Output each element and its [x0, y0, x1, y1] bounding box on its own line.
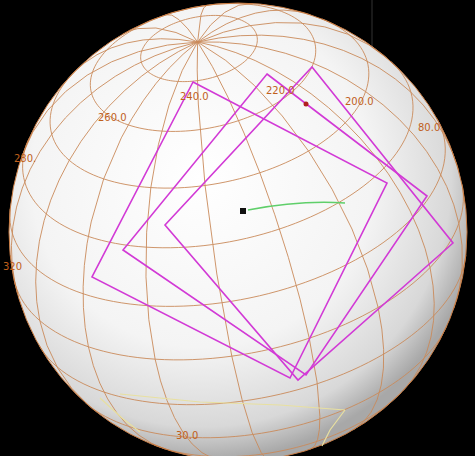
grid-line	[198, 3, 253, 42]
horizon-line	[100, 398, 140, 432]
grid-line	[154, 393, 401, 456]
horizon-line	[120, 394, 345, 410]
grid-line	[197, 42, 269, 456]
track	[248, 202, 345, 210]
grid-line	[198, 10, 311, 42]
axis-value: 260.0	[98, 113, 127, 123]
grid-line	[11, 42, 197, 294]
grid-line	[90, 4, 315, 132]
sphere	[9, 3, 467, 456]
coordinate-grid	[9, 3, 467, 456]
grid-line	[141, 15, 258, 81]
footprint	[92, 82, 387, 378]
grid-line	[198, 42, 435, 391]
grid-line	[166, 15, 198, 42]
axis-value: 240.0	[180, 92, 209, 102]
grid-line	[198, 5, 208, 42]
axis-value: 30.0	[176, 431, 198, 441]
horizon-lines	[100, 394, 345, 446]
axis-value: 200.0	[345, 97, 374, 107]
grid-line	[83, 42, 197, 449]
axis-value: 280.	[14, 154, 36, 164]
footprint	[123, 74, 427, 375]
grid-line	[198, 23, 388, 59]
footprints	[92, 67, 453, 380]
grid-line	[198, 42, 463, 308]
target-marker	[240, 208, 246, 214]
grid-line	[14, 184, 463, 359]
grid-line	[50, 19, 369, 188]
footprint	[165, 67, 453, 380]
point-marker	[304, 102, 309, 107]
grid-line	[198, 35, 459, 170]
axis-value: 220.0	[266, 86, 295, 96]
horizon-line	[322, 410, 345, 446]
grid-line	[146, 42, 223, 456]
grid-line	[10, 118, 445, 306]
axis-value: 320	[3, 262, 22, 272]
grid-line	[122, 28, 197, 42]
grid-line	[39, 255, 466, 405]
sphere-outline	[9, 3, 467, 456]
grid-line	[23, 61, 413, 247]
axis-value: 80.0	[418, 123, 440, 133]
